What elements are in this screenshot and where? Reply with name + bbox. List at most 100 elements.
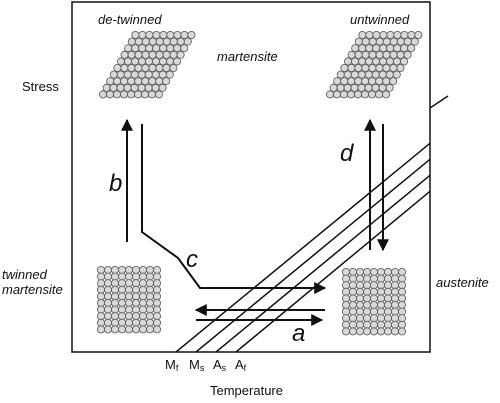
atom (348, 287, 357, 296)
atom (113, 64, 122, 73)
atom (131, 272, 140, 281)
atom (141, 50, 150, 59)
atom (162, 77, 171, 86)
atom (154, 90, 163, 99)
twinned-label: twinned (2, 267, 47, 282)
atom (383, 274, 392, 283)
atom (138, 318, 147, 327)
atom (354, 50, 363, 59)
atom (155, 77, 164, 86)
atom (348, 274, 357, 283)
plot-frame (71, 1, 431, 353)
atom (362, 314, 371, 323)
atom (376, 300, 385, 309)
atom (127, 37, 136, 46)
atom (97, 292, 106, 301)
atom (336, 83, 345, 92)
atom (362, 300, 371, 309)
atom (381, 90, 390, 99)
atom (165, 57, 174, 66)
atom (124, 57, 133, 66)
atom (348, 314, 357, 323)
atom (104, 272, 113, 281)
atom (371, 70, 380, 79)
atom (348, 300, 357, 309)
path-d-label: d (340, 140, 354, 167)
atom (97, 265, 106, 274)
atom (131, 312, 140, 321)
atom (346, 90, 355, 99)
atom (360, 90, 369, 99)
atom (123, 83, 132, 92)
atom (383, 320, 392, 329)
atom (131, 292, 140, 301)
atom (104, 305, 113, 314)
atom (116, 70, 125, 79)
atom (332, 90, 341, 99)
atom (138, 298, 147, 307)
atom (355, 327, 364, 336)
atom (348, 307, 357, 316)
atom (152, 265, 161, 274)
atom (355, 267, 364, 276)
atom (375, 64, 384, 73)
atom (152, 285, 161, 294)
austenite-lattice (341, 267, 406, 336)
atom (347, 50, 356, 59)
atom (407, 44, 416, 53)
atom (145, 279, 154, 288)
atom (125, 285, 134, 294)
atom (183, 37, 192, 46)
atom (382, 64, 391, 73)
atom (127, 77, 136, 86)
atom (180, 30, 189, 39)
atom (138, 312, 147, 321)
atom (134, 37, 143, 46)
atom (138, 285, 147, 294)
atom (385, 70, 394, 79)
atom (389, 50, 398, 59)
atom (130, 70, 139, 79)
atom (130, 83, 139, 92)
af-line (235, 190, 430, 352)
twinned-martensite-label: martensite (2, 282, 63, 297)
atom (97, 325, 106, 334)
atom (145, 292, 154, 301)
detwinned-label: de-twinned (98, 12, 162, 27)
atom (152, 44, 161, 53)
atom (397, 320, 406, 329)
atom (325, 90, 334, 99)
atom (399, 57, 408, 66)
atom (393, 44, 402, 53)
atom (383, 281, 392, 290)
atom (407, 30, 416, 39)
atom (152, 325, 161, 334)
atom (369, 281, 378, 290)
atom (113, 90, 122, 99)
atom (118, 292, 127, 301)
atom (371, 83, 380, 92)
atom (390, 281, 399, 290)
atom (152, 318, 161, 327)
atom (127, 90, 136, 99)
atom (383, 294, 392, 303)
atom (386, 30, 395, 39)
atom (97, 298, 106, 307)
atom (340, 77, 349, 86)
atom (145, 272, 154, 281)
atom (104, 298, 113, 307)
atom (358, 30, 367, 39)
atom (118, 318, 127, 327)
atom (389, 64, 398, 73)
atom (361, 37, 370, 46)
atom (329, 83, 338, 92)
atom (382, 50, 391, 59)
atom (131, 30, 140, 39)
atom (343, 83, 352, 92)
atom (369, 320, 378, 329)
atom (145, 285, 154, 294)
atom (155, 64, 164, 73)
atom (390, 314, 399, 323)
atom (376, 327, 385, 336)
